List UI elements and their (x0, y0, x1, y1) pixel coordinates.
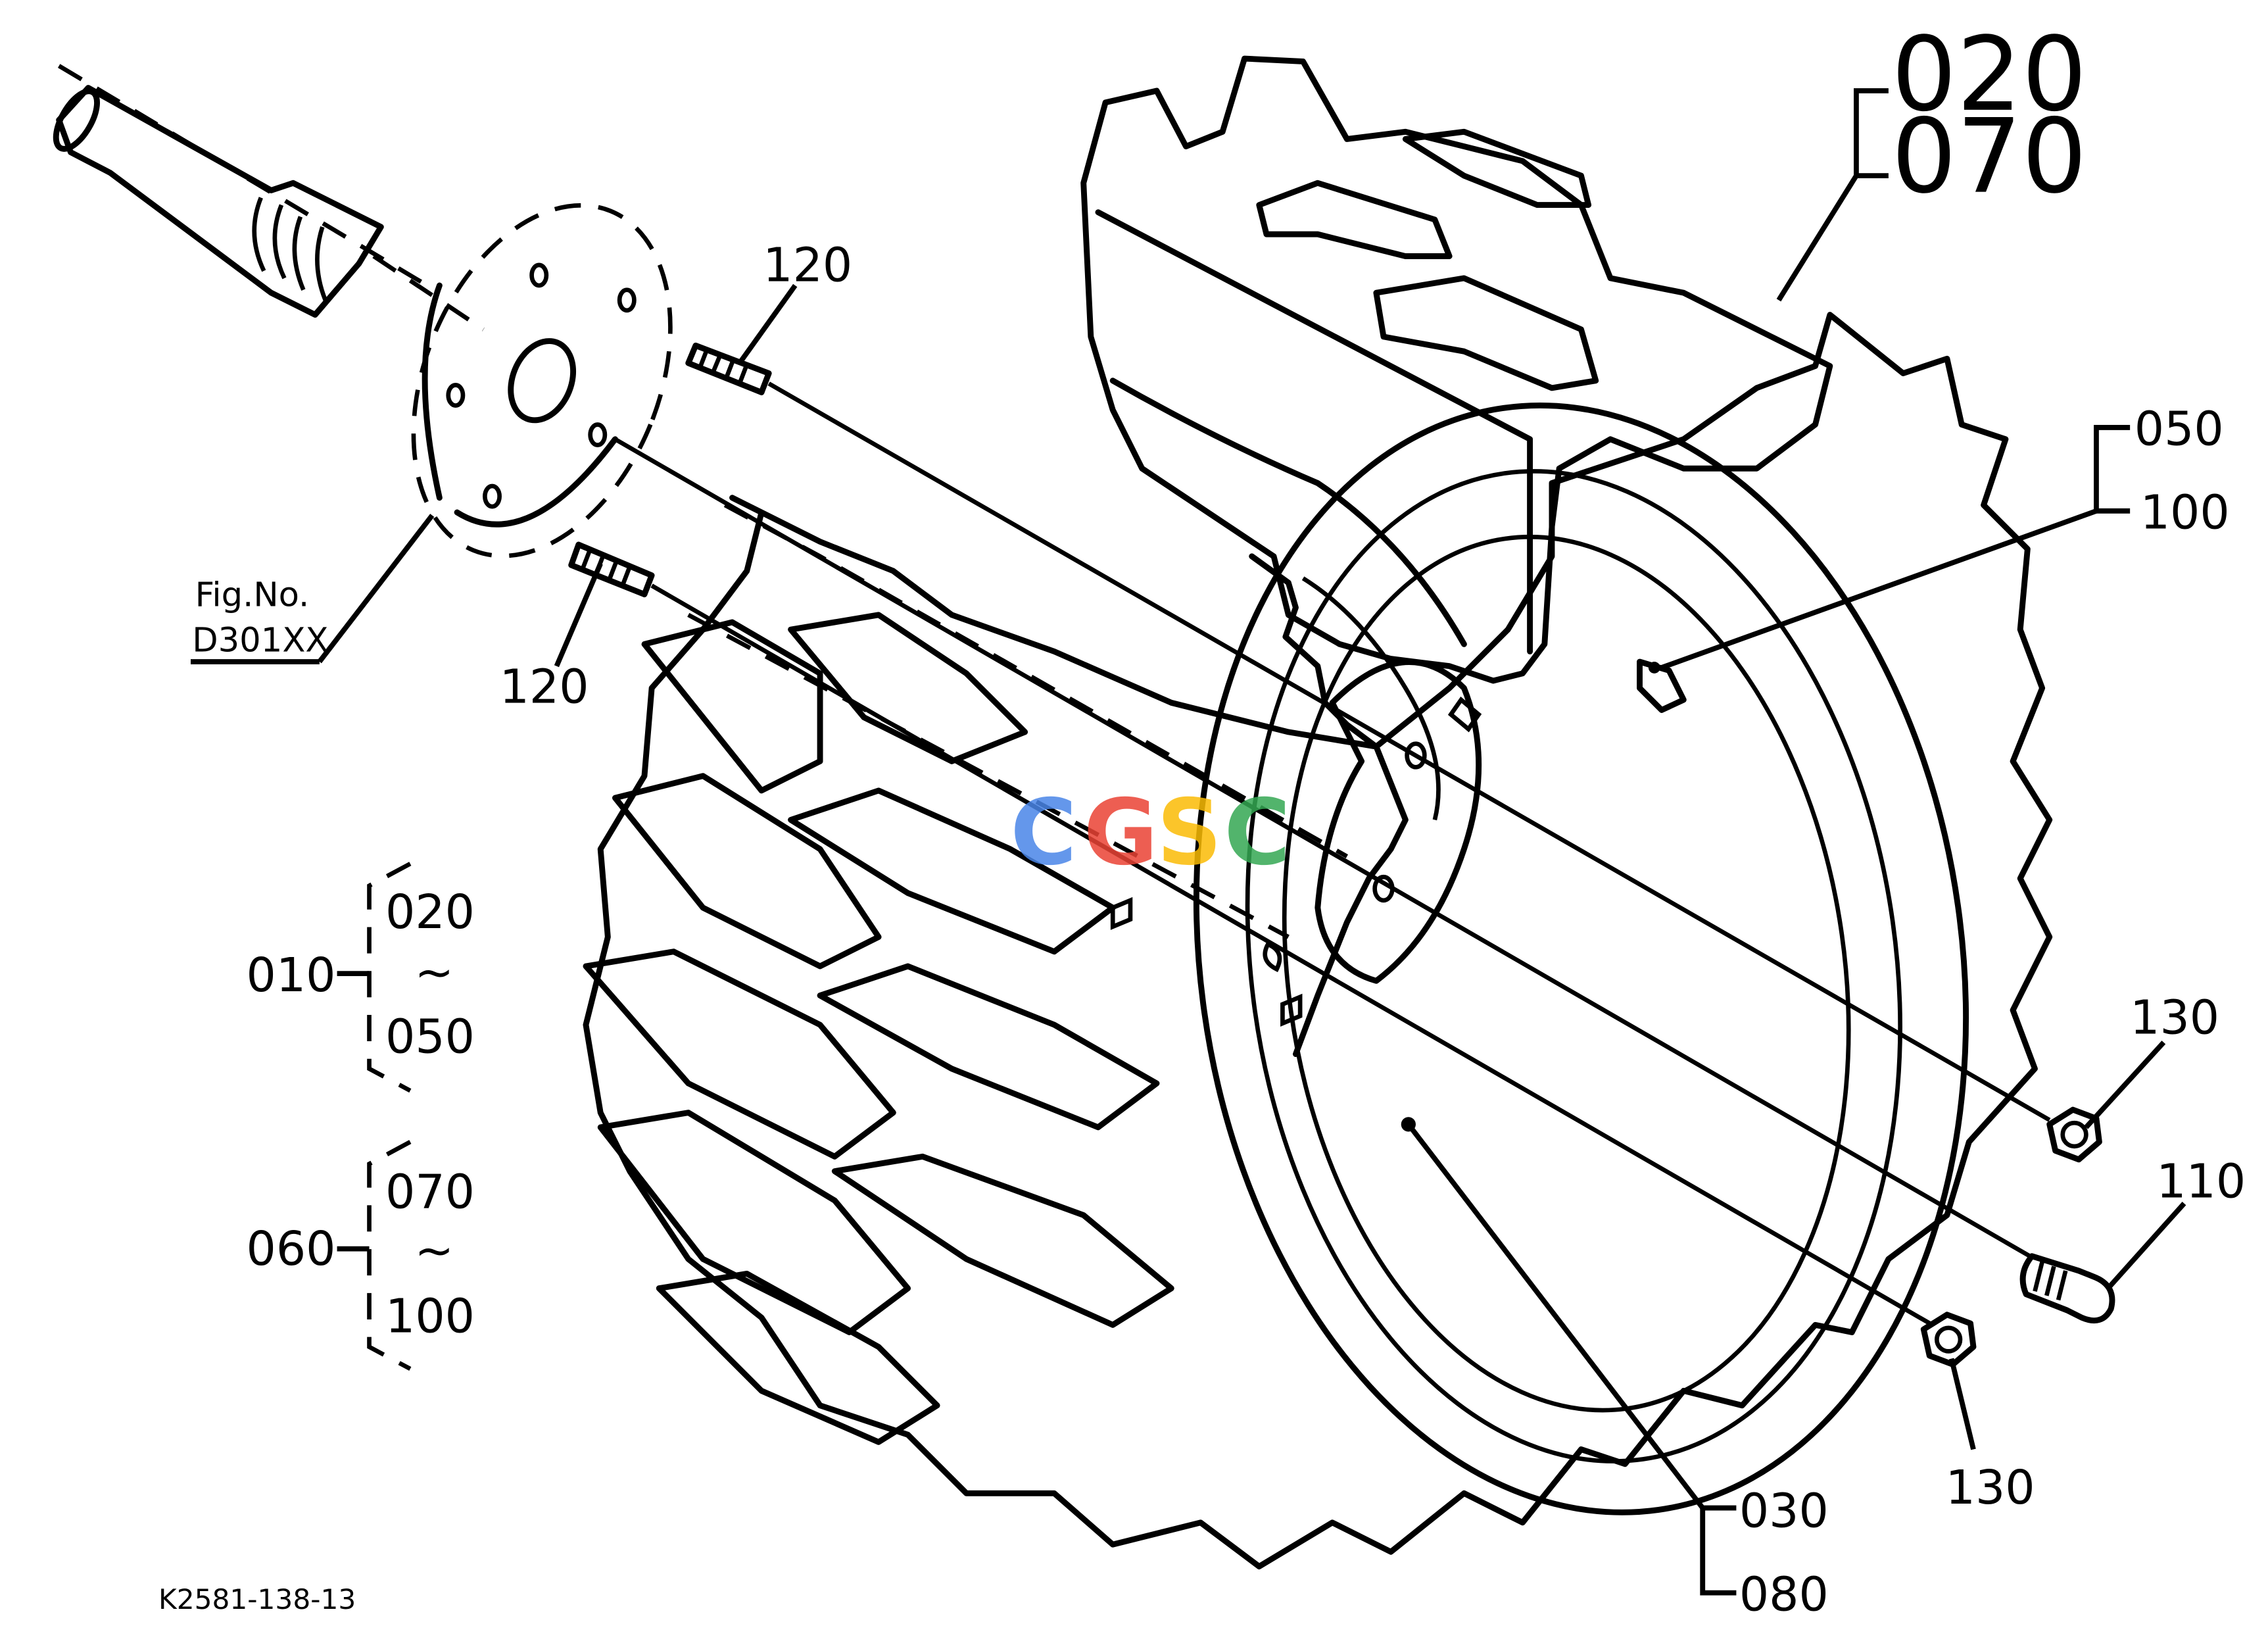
wheel-nut-lower (1920, 1312, 1977, 1367)
group-060-tilde: ~ (415, 1223, 454, 1277)
tire (583, 312, 2053, 1570)
explosion-lines (614, 381, 2051, 1327)
leader-lines (190, 88, 2186, 1596)
wheel-nut-upper (2046, 1106, 2102, 1163)
callout-120-upper: 120 (763, 237, 852, 292)
callout-130-upper: 130 (2130, 990, 2219, 1045)
callout-030: 030 (1739, 1483, 1829, 1538)
group-010-tilde: ~ (415, 945, 454, 999)
group-bracket-010 (337, 862, 412, 1093)
watermark-g: G (1084, 779, 1158, 885)
callout-labels: 020 070 050 100 120 120 130 110 130 030 … (158, 14, 2246, 1621)
axle-shaft (53, 64, 485, 332)
group-060-first: 070 (385, 1164, 475, 1219)
callout-080: 080 (1739, 1567, 1829, 1621)
stud-bolt-lower (568, 541, 655, 598)
group-bracket-060 (337, 1140, 412, 1371)
callout-130-lower: 130 (1946, 1460, 2035, 1515)
stud-bolt-upper (685, 342, 772, 395)
group-060-last: 100 (385, 1289, 475, 1343)
group-010-parent: 010 (247, 948, 336, 1002)
callout-100: 100 (2140, 485, 2230, 540)
callout-070: 070 (1891, 97, 2087, 216)
callout-050: 050 (2135, 402, 2224, 456)
watermark-s: S (1157, 779, 1222, 885)
callout-120-lower: 120 (500, 659, 589, 714)
callout-110: 110 (2156, 1154, 2246, 1209)
hub-flange (411, 203, 673, 558)
figure-ref-line2: D301XX (192, 620, 328, 660)
figure-ref-line1: Fig.No. (195, 575, 310, 614)
watermark-logo: C G S C (1010, 779, 1290, 885)
group-060-parent: 060 (247, 1221, 336, 1276)
callout-020: 020 (1891, 14, 2087, 134)
tire-cutaway-section (1080, 55, 1833, 1058)
group-010-last: 050 (385, 1009, 475, 1064)
watermark-c1: C (1010, 779, 1076, 885)
watermark-c2: C (1224, 779, 1290, 885)
diagram-id: K2581-138-13 (158, 1583, 356, 1615)
wheel-bolt (2019, 1253, 2115, 1324)
group-010-first: 020 (385, 885, 475, 939)
